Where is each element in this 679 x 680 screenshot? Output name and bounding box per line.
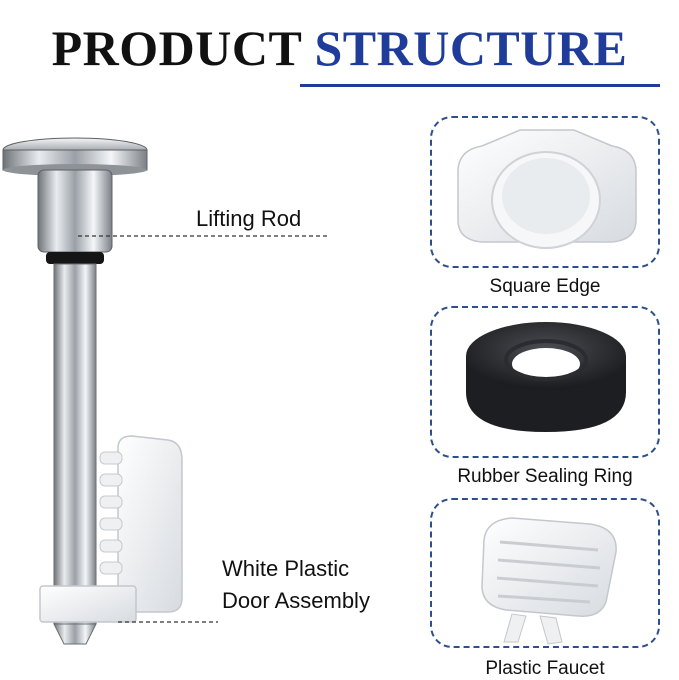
white-plastic-door-graphic [39,435,183,623]
plastic-faucet-caption: Plastic Faucet [485,658,605,679]
door-assembly-label-line1: White Plastic [222,556,350,581]
square-edge-frame [430,116,660,268]
square-edge-graphic [457,129,637,249]
plastic-faucet-graphic [481,517,617,645]
lifting-rod-label: Lifting Rod [196,206,302,231]
lifting-rod-graphic [2,137,148,645]
square-edge-caption: Square Edge [489,276,601,297]
door-assembly-label-line2: Door Assembly [222,588,370,613]
title-word-product: PRODUCT [51,20,302,76]
rubber-sealing-ring-graphic [466,322,626,432]
title-underline [300,84,660,87]
rubber-sealing-ring-caption: Rubber Sealing Ring [457,466,633,487]
page-title: PRODUCT STRUCTURE [0,18,679,78]
title-word-structure: STRUCTURE [314,20,628,76]
plastic-faucet-frame [430,498,660,648]
rubber-sealing-ring-frame [430,306,660,458]
